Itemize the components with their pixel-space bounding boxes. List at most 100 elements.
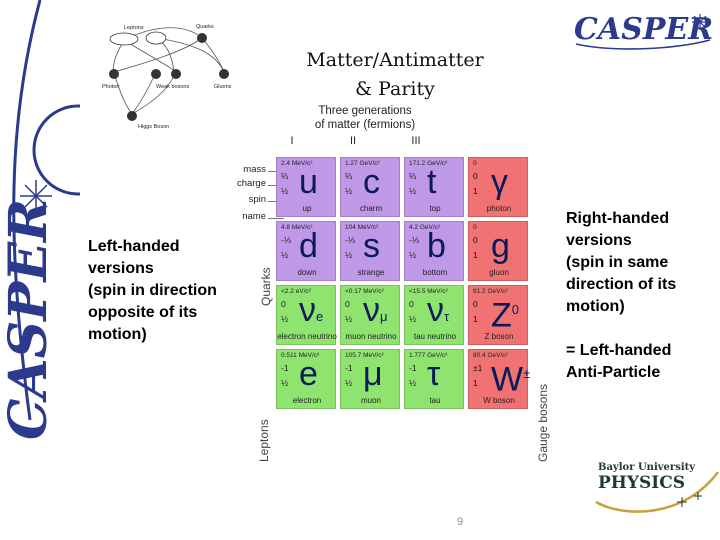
particle-mass: 2.4 MeV/c² <box>281 160 313 167</box>
particle-mass: 4.2 GeV/c² <box>409 224 441 231</box>
particle-symbol-sub: ± <box>523 366 531 381</box>
particle-symbol-main: e <box>299 355 318 393</box>
particle-symbol-main: u <box>299 163 318 201</box>
particle-name: photon <box>486 204 512 213</box>
particle-charge: ±1 <box>473 363 483 373</box>
casper-logo: CASPER <box>574 12 712 50</box>
particle-charge: 0 <box>473 235 478 245</box>
particle-spin: 1 <box>473 378 478 388</box>
particle-symbol-main: d <box>299 227 318 265</box>
svg-text:PHYSICS: PHYSICS <box>598 473 685 493</box>
particle-symbol: u <box>299 162 318 202</box>
particle-spin: ½ <box>345 378 353 388</box>
row-label-spin: spin <box>248 194 266 205</box>
particle-name: tau neutrino <box>413 332 457 341</box>
particle-name: charm <box>359 204 383 213</box>
particle-mass: 105.7 MeV/c² <box>345 352 384 359</box>
left-handed-note: Left-handed versions (spin in direction … <box>88 238 217 343</box>
particle-name: Z boson <box>484 332 514 341</box>
svg-text:Higgs Boson: Higgs Boson <box>138 124 169 130</box>
particle-charge: ⅔ <box>409 171 417 181</box>
generations-title: Three generations of matter (fermions) <box>314 105 416 131</box>
row-label-name: name <box>242 211 266 222</box>
particle-name: top <box>429 204 441 213</box>
particle-mass: 0 <box>473 160 477 167</box>
particle-charge: -⅓ <box>281 235 291 245</box>
particle-symbol: νμ <box>363 290 388 337</box>
particle-symbol: Z0 <box>491 290 519 335</box>
particle-symbol-main: ν <box>299 291 316 329</box>
particle-mass: 91.2 GeV/c² <box>473 288 508 295</box>
left-logo-text: CASPER <box>0 199 59 440</box>
title-line-1: Matter/Antimatter <box>306 49 484 71</box>
particle-spin: ½ <box>409 186 417 196</box>
particle-name: electron <box>292 396 322 405</box>
svg-text:Baylor University: Baylor University <box>598 462 696 473</box>
particle-spin: ½ <box>345 250 353 260</box>
particle-mass: 0.511 MeV/c² <box>281 352 320 359</box>
svg-text:Photon: Photon <box>102 84 119 90</box>
particle-charge: ⅔ <box>281 171 289 181</box>
particle-name: muon neutrino <box>345 332 397 341</box>
particle-spin: ½ <box>409 314 417 324</box>
leptons-side-label: Leptons <box>257 419 271 462</box>
particle-cell-W-boson: 80.4 GeV/c² ±1 1 W± W boson <box>468 349 531 409</box>
particle-symbol: c <box>363 162 380 202</box>
particle-symbol-main: s <box>363 227 380 265</box>
title-line-2: & Parity <box>355 78 435 100</box>
generation-label: III <box>411 135 421 147</box>
row-label-charge: charge <box>236 178 266 189</box>
particle-symbol: γ <box>491 162 508 202</box>
particle-symbol-main: b <box>427 227 446 265</box>
particle-name: bottom <box>422 268 448 277</box>
particle-symbol: b <box>427 226 446 266</box>
particle-symbol: e <box>299 354 318 394</box>
svg-text:Quarks: Quarks <box>196 24 214 30</box>
particle-name: electron neutrino <box>277 332 337 341</box>
particle-charge: 0 <box>281 299 286 309</box>
particle-spin: ½ <box>409 378 417 388</box>
particle-mass: <0.17 MeV/c² <box>345 288 384 295</box>
particle-symbol: g <box>491 226 510 266</box>
particle-spin: ½ <box>345 314 353 324</box>
particle-symbol: τ <box>427 354 440 394</box>
particle-symbol-sub: μ <box>380 309 388 324</box>
generation-label: I <box>290 135 294 147</box>
svg-text:Gluons: Gluons <box>214 84 232 90</box>
row-label-mass: mass <box>243 164 266 175</box>
particle-symbol-sub: e <box>316 309 324 324</box>
gauge-bosons-side-label: Gauge bosons <box>536 383 550 462</box>
svg-text:CASPER: CASPER <box>574 12 712 47</box>
generation-label: II <box>349 135 357 147</box>
particle-name: gluon <box>489 268 509 277</box>
particle-charge: -1 <box>409 363 417 373</box>
particle-spin: ½ <box>345 186 353 196</box>
particle-name: W boson <box>483 396 515 405</box>
particle-symbol: ντ <box>427 290 449 337</box>
particle-spin: ½ <box>281 378 289 388</box>
particle-mass: 80.4 GeV/c² <box>473 352 508 359</box>
baylor-physics-logo: Baylor University PHYSICS <box>595 462 720 513</box>
particle-symbol-main: W <box>491 360 524 399</box>
particle-charge: -⅓ <box>345 235 355 245</box>
particle-symbol-main: g <box>491 227 510 265</box>
particle-charge: 0 <box>473 299 478 309</box>
particle-mass: 171.2 GeV/c² <box>409 160 448 167</box>
particle-symbol-main: ν <box>363 291 380 329</box>
particle-mass: <15.5 MeV/c² <box>409 288 448 295</box>
slide-title: Matter/Antimatter & Parity <box>280 46 510 104</box>
particle-symbol: t <box>427 162 436 202</box>
particle-spin: 1 <box>473 250 478 260</box>
particle-symbol: s <box>363 226 380 266</box>
particle-spin: ½ <box>281 250 289 260</box>
